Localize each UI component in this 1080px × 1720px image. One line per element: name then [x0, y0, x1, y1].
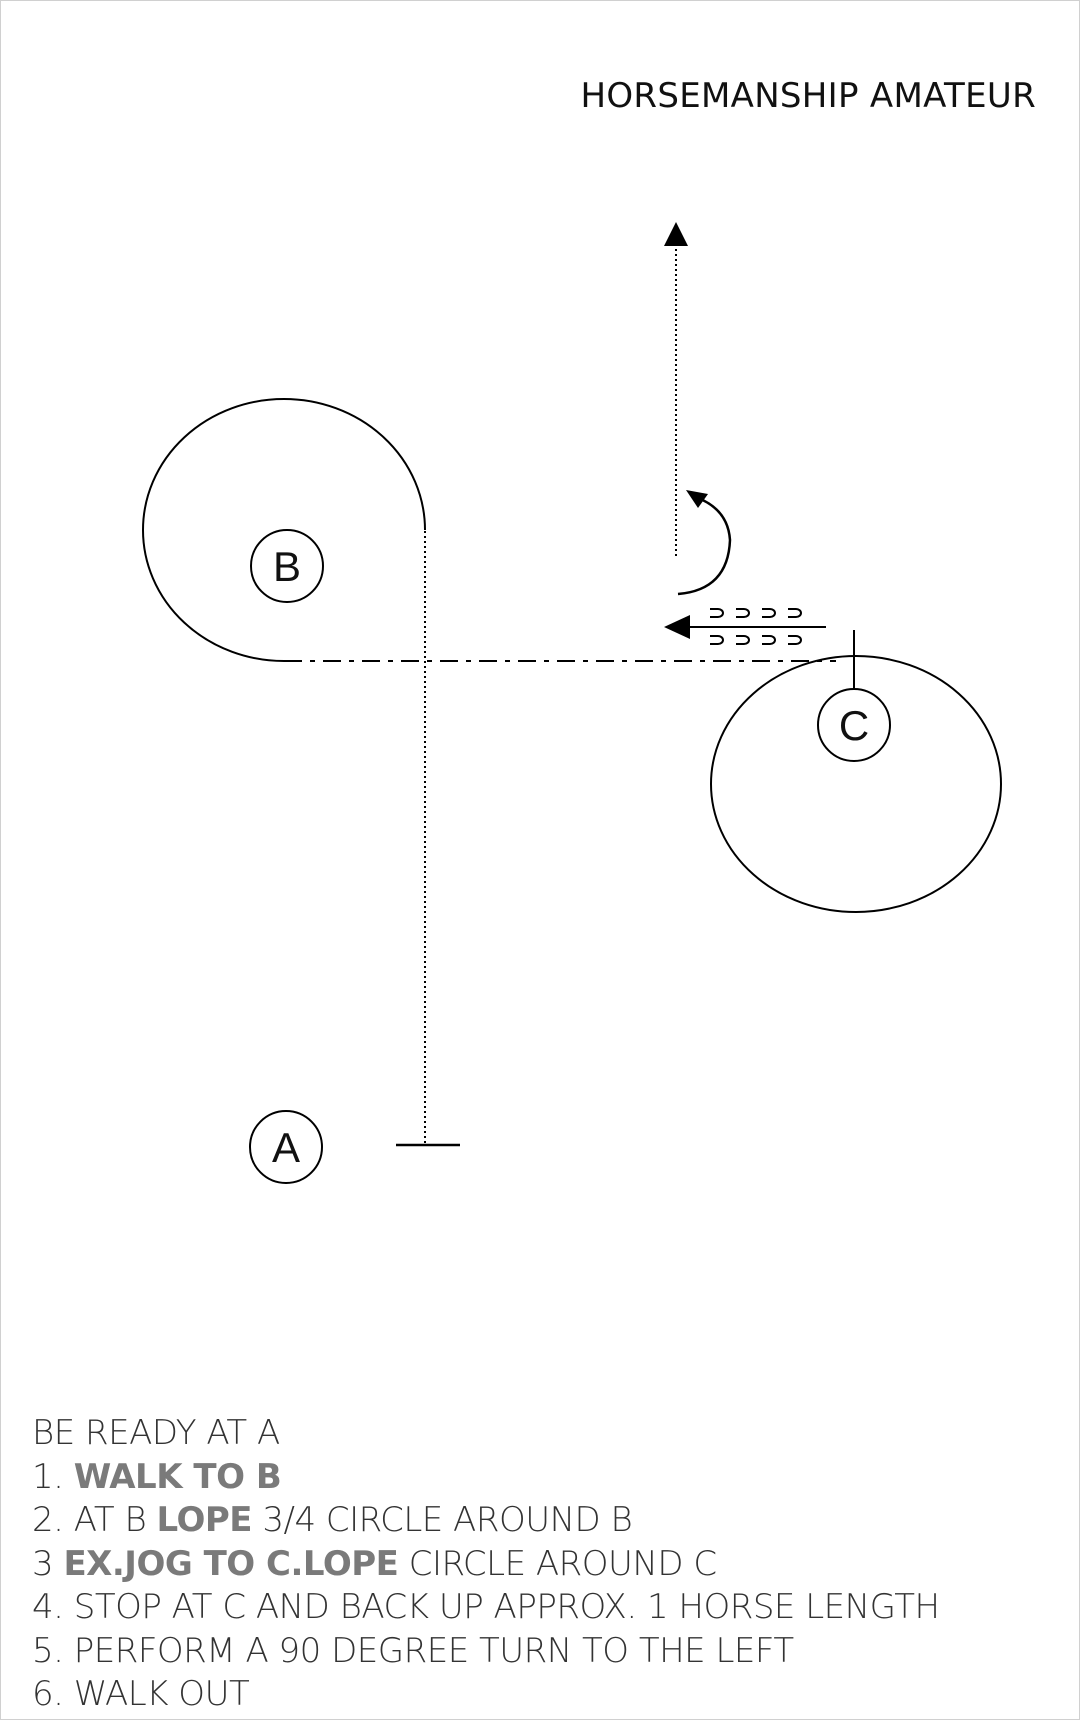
marker-a: A [249, 1110, 323, 1184]
marker-b: B [250, 529, 324, 603]
instruction-step-1: 1. WALK TO B [32, 1456, 282, 1497]
marker-a-label: A [272, 1124, 300, 1171]
instructions: BE READY AT A 1. WALK TO B 2. AT B LOPE … [32, 1412, 940, 1717]
marker-c-label: C [839, 702, 869, 749]
pattern-diagram: A B C [142, 222, 1002, 1184]
instruction-step-6: 6. WALK OUT [32, 1674, 250, 1714]
instruction-ready: BE READY AT A [32, 1413, 280, 1453]
arrow-left-icon [664, 615, 690, 639]
marker-c: C [817, 688, 891, 762]
pattern-title: HORSEMANSHIP AMATEUR [580, 76, 1036, 116]
instruction-step-2: 2. AT B LOPE 3/4 CIRCLE AROUND B [32, 1500, 633, 1540]
instruction-step-4: 4. STOP AT C AND BACK UP APPROX. 1 HORSE… [32, 1587, 940, 1627]
lope-circle-c [710, 655, 1002, 913]
instruction-step-5: 5. PERFORM A 90 DEGREE TURN TO THE LEFT [32, 1630, 794, 1671]
backup-path [664, 615, 826, 639]
curved-turn-arrow-icon [677, 490, 732, 596]
lope-circle-b [142, 398, 426, 662]
arrow-up-icon [664, 222, 688, 246]
hoof-prints-icon [710, 608, 802, 645]
instruction-step-3: 3 EX.JOG TO C.LOPE CIRCLE AROUND C [32, 1543, 717, 1584]
marker-b-label: B [273, 543, 301, 590]
